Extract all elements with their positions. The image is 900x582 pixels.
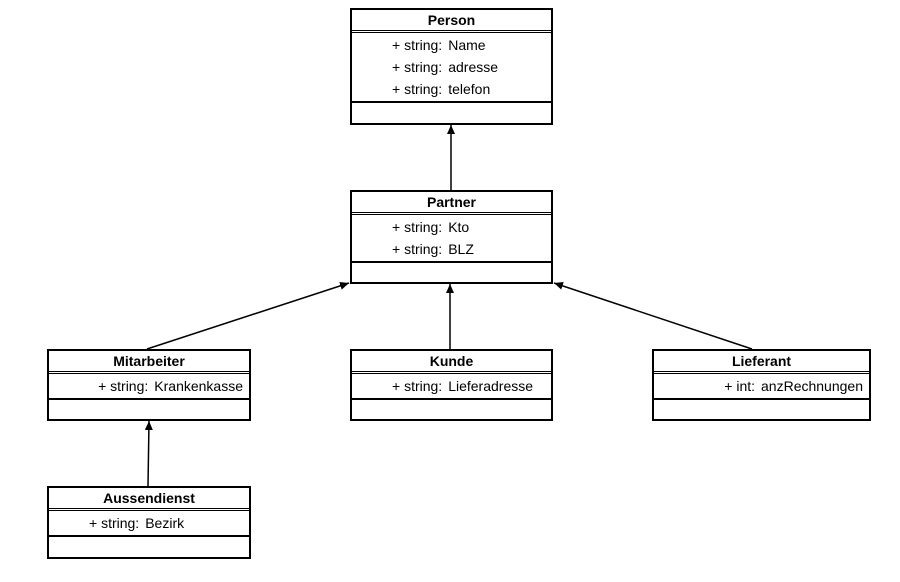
attribute: + string:Bezirk [89,515,185,531]
class-name: Aussendienst [49,488,249,511]
class-kunde: Kunde + string:Lieferadresse [350,349,553,421]
class-aussendienst: Aussendienst + string:Bezirk [47,486,251,559]
attribute: + string:Krankenkasse [98,378,243,394]
attributes-section: + string:Kto + string:BLZ [352,215,551,263]
class-name: Partner [352,192,551,215]
attribute: + string:adresse [392,59,499,75]
class-mitarbeiter: Mitarbeiter + string:Krankenkasse [47,349,251,421]
attributes-section: + string:Name + string:adresse + string:… [352,33,551,103]
class-name: Kunde [352,351,551,374]
attributes-section: + string:Krankenkasse [49,374,249,400]
class-person: Person + string:Name + string:adresse + … [350,8,553,125]
class-name: Person [352,10,551,33]
attribute: + int:anzRechnungen [724,378,863,394]
attribute: + string:BLZ [392,241,474,257]
class-partner: Partner + string:Kto + string:BLZ [350,190,553,284]
attributes-section: + int:anzRechnungen [654,374,869,400]
class-name: Mitarbeiter [49,351,249,374]
class-lieferant: Lieferant + int:anzRechnungen [652,349,871,421]
attribute: + string:Kto [392,219,470,235]
attribute: + string:telefon [392,81,491,97]
arrow-lieferant-to-partner [553,282,753,350]
attributes-section: + string:Lieferadresse [352,374,551,400]
arrow-mitarbeiter-to-partner [146,281,350,350]
attributes-section: + string:Bezirk [49,511,249,537]
arrow-aussendienst-to-mitarbeiter [144,420,153,487]
attribute: + string:Name [392,37,486,53]
class-name: Lieferant [654,351,869,374]
attribute: + string:Lieferadresse [392,378,534,394]
